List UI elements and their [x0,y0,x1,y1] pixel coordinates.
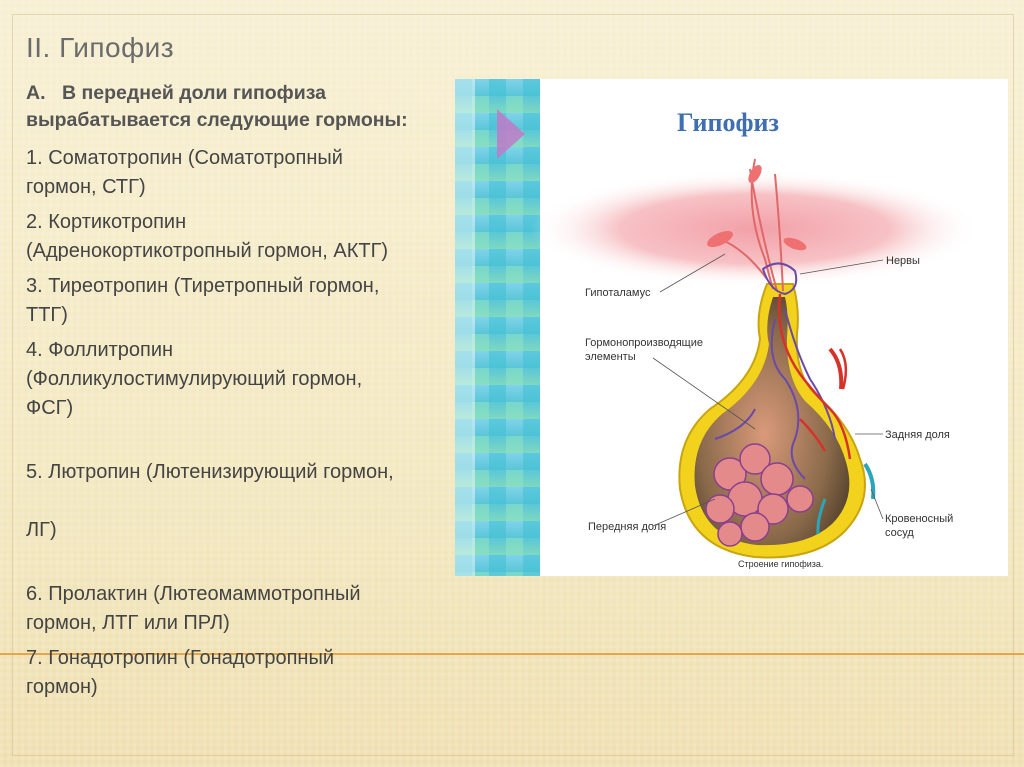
list-item: 5. Лютропин (Лютенизирующий гормон, ЛГ) [26,429,466,574]
subtitle-marker: А. [26,82,46,104]
slide-subtitle: А.В передней доли гипофиза вырабатываетс… [26,80,466,134]
label-hormone-elements-2: элементы [585,351,636,363]
figure-caption: Строение гипофиза. [738,559,823,569]
label-anterior-lobe: Передняя доля [588,521,666,533]
list-item: 6. Пролактин (Лютеомаммотропный гормон, … [26,583,361,634]
hormone-list: 1. Соматотропин (Соматотропный гормон, С… [26,144,466,708]
label-blood-vessel-2: сосуд [885,527,914,539]
list-item: 1. Соматотропин (Соматотропный гормон, С… [26,147,343,198]
label-hypothalamus: Гипоталамус [585,287,651,299]
slide-frame [12,14,1014,756]
label-hormone-elements-1: Гормонопроизводящие [585,337,703,349]
accent-rule [0,653,1024,655]
list-item: 7. Гонадотропин (Гонадотропный гормон) [26,647,335,698]
label-blood-vessel-1: Кровеносный [885,513,953,525]
list-item: 2. Кортикотропин (Адренокортикотропный г… [26,211,389,262]
label-nerves: Нервы [886,255,920,267]
slide-title: II. Гипофиз [26,32,175,63]
figure-heading: Гипофиз [677,108,779,137]
pituitary-diagram: Гипофиз Нервы Гипоталамус Гормонопроизво… [530,108,980,569]
list-item-line: ЛГ) [26,519,57,541]
label-posterior-lobe: Задняя доля [885,429,950,441]
list-item: 4. Фоллитропин (Фолликулостимулирующий г… [26,339,363,419]
list-item: 3. Тиреотропин (Тиретропный гормон, ТТГ) [26,275,380,326]
subtitle-text: В передней доли гипофиза вырабатывается … [26,82,408,131]
list-item-line: 5. Лютропин (Лютенизирующий гормон, [26,461,394,483]
pituitary-figure: Гипофиз Нервы Гипоталамус Гормонопроизво… [455,79,1008,576]
decorative-strip [455,79,540,576]
